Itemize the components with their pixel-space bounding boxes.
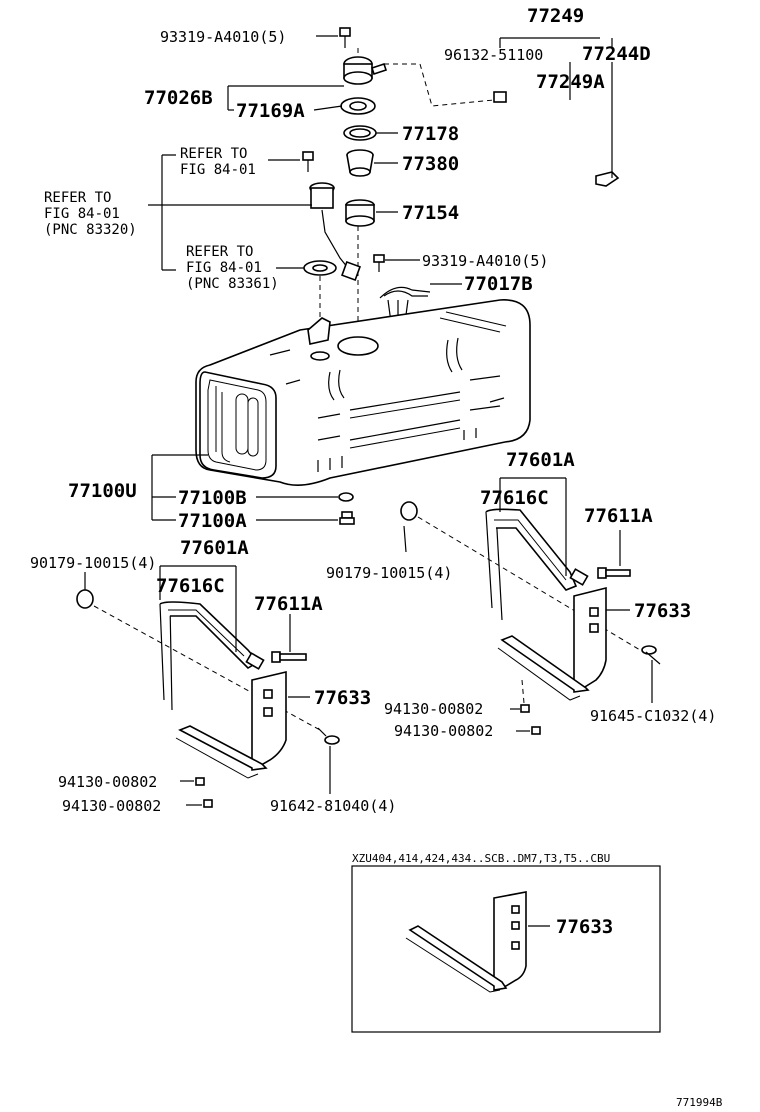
part-labels: 77249 93319-A4010(5) 96132-51100 77244D … bbox=[30, 5, 723, 1109]
label-77154: 77154 bbox=[402, 202, 459, 224]
filter-77380 bbox=[346, 149, 374, 177]
label-94130-l1: 94130-00802 bbox=[58, 773, 157, 791]
label-77178: 77178 bbox=[402, 123, 459, 145]
label-77601a-left: 77601A bbox=[180, 537, 249, 559]
inset-header: XZU404,414,424,434..SCB..DM7,T3,T5..CBU bbox=[352, 852, 610, 865]
sender-77154 bbox=[345, 199, 375, 227]
label-77633-left: 77633 bbox=[314, 687, 371, 709]
left-tank-band-bracket bbox=[76, 589, 340, 808]
label-77380: 77380 bbox=[402, 153, 459, 175]
label-77244d: 77244D bbox=[582, 43, 651, 65]
nut-94130-r2 bbox=[531, 726, 541, 735]
clip-96132 bbox=[493, 91, 507, 103]
label-refer3-line3: (PNC 83361) bbox=[186, 276, 279, 292]
nut-94130-l1 bbox=[195, 777, 205, 786]
label-93319-top: 93319-A4010(5) bbox=[160, 28, 286, 46]
bolt-77611a-right bbox=[597, 567, 631, 579]
label-77100b: 77100B bbox=[178, 487, 247, 509]
label-refer3-line1: REFER TO bbox=[186, 244, 253, 260]
label-91642: 91642-81040(4) bbox=[270, 797, 396, 815]
drain-gasket-77100b bbox=[338, 492, 354, 502]
bolt-91645 bbox=[641, 645, 661, 665]
inset-variant-box bbox=[351, 865, 661, 1033]
fuel-sensor-assembly bbox=[302, 151, 361, 330]
bolt-77611a-left bbox=[271, 651, 307, 663]
label-77633-right: 77633 bbox=[634, 600, 691, 622]
label-96132: 96132-51100 bbox=[444, 46, 543, 64]
screw-93319-top bbox=[316, 27, 351, 48]
label-77169a: 77169A bbox=[236, 100, 305, 122]
tank-ribs bbox=[269, 311, 507, 472]
label-77611a-left: 77611A bbox=[254, 593, 323, 615]
label-77100a: 77100A bbox=[178, 510, 247, 532]
nut-94130-l2 bbox=[203, 799, 213, 808]
label-94130-r1: 94130-00802 bbox=[384, 700, 483, 718]
ring-77178 bbox=[343, 125, 377, 141]
gasket-77169a bbox=[340, 97, 376, 115]
label-90179-left: 90179-10015(4) bbox=[30, 554, 156, 572]
label-93319-mid: 93319-A4010(5) bbox=[422, 252, 548, 270]
label-77601a-right: 77601A bbox=[506, 449, 575, 471]
fuel-tank-77100u bbox=[195, 299, 531, 525]
label-refer2-line2: FIG 84-01 bbox=[44, 206, 120, 222]
cushion-90179-left bbox=[76, 589, 94, 609]
label-94130-l2: 94130-00802 bbox=[62, 797, 161, 815]
drain-plug-77100a bbox=[339, 511, 355, 525]
label-77249a: 77249A bbox=[536, 71, 605, 93]
bolt-91642 bbox=[317, 727, 340, 745]
pump-unit-77026b bbox=[343, 56, 388, 85]
label-77249: 77249 bbox=[527, 5, 584, 27]
label-77026b: 77026B bbox=[144, 87, 213, 109]
label-77633-inset: 77633 bbox=[556, 916, 613, 938]
label-refer1-line1: REFER TO bbox=[180, 146, 247, 162]
label-refer3-line2: FIG 84-01 bbox=[186, 260, 262, 276]
right-tank-band-bracket bbox=[400, 501, 661, 735]
leader-lines bbox=[84, 37, 653, 806]
nut-94130-r1 bbox=[520, 704, 530, 713]
label-refer1-line2: FIG 84-01 bbox=[180, 162, 256, 178]
label-77616c-right: 77616C bbox=[480, 487, 549, 509]
fuel-pump-stack bbox=[316, 27, 388, 335]
figure-id: 771994B bbox=[676, 1096, 723, 1109]
label-refer2-line3: (PNC 83320) bbox=[44, 222, 137, 238]
label-90179-mid: 90179-10015(4) bbox=[326, 564, 452, 582]
label-refer2-line1: REFER TO bbox=[44, 190, 111, 206]
label-77017b: 77017B bbox=[464, 273, 533, 295]
label-77100u: 77100U bbox=[68, 480, 137, 502]
label-94130-r2: 94130-00802 bbox=[394, 722, 493, 740]
cushion-90179-mid bbox=[400, 501, 418, 521]
label-91645: 91645-C1032(4) bbox=[590, 707, 716, 725]
label-77616c-left: 77616C bbox=[156, 575, 225, 597]
label-77611a-right: 77611A bbox=[584, 505, 653, 527]
